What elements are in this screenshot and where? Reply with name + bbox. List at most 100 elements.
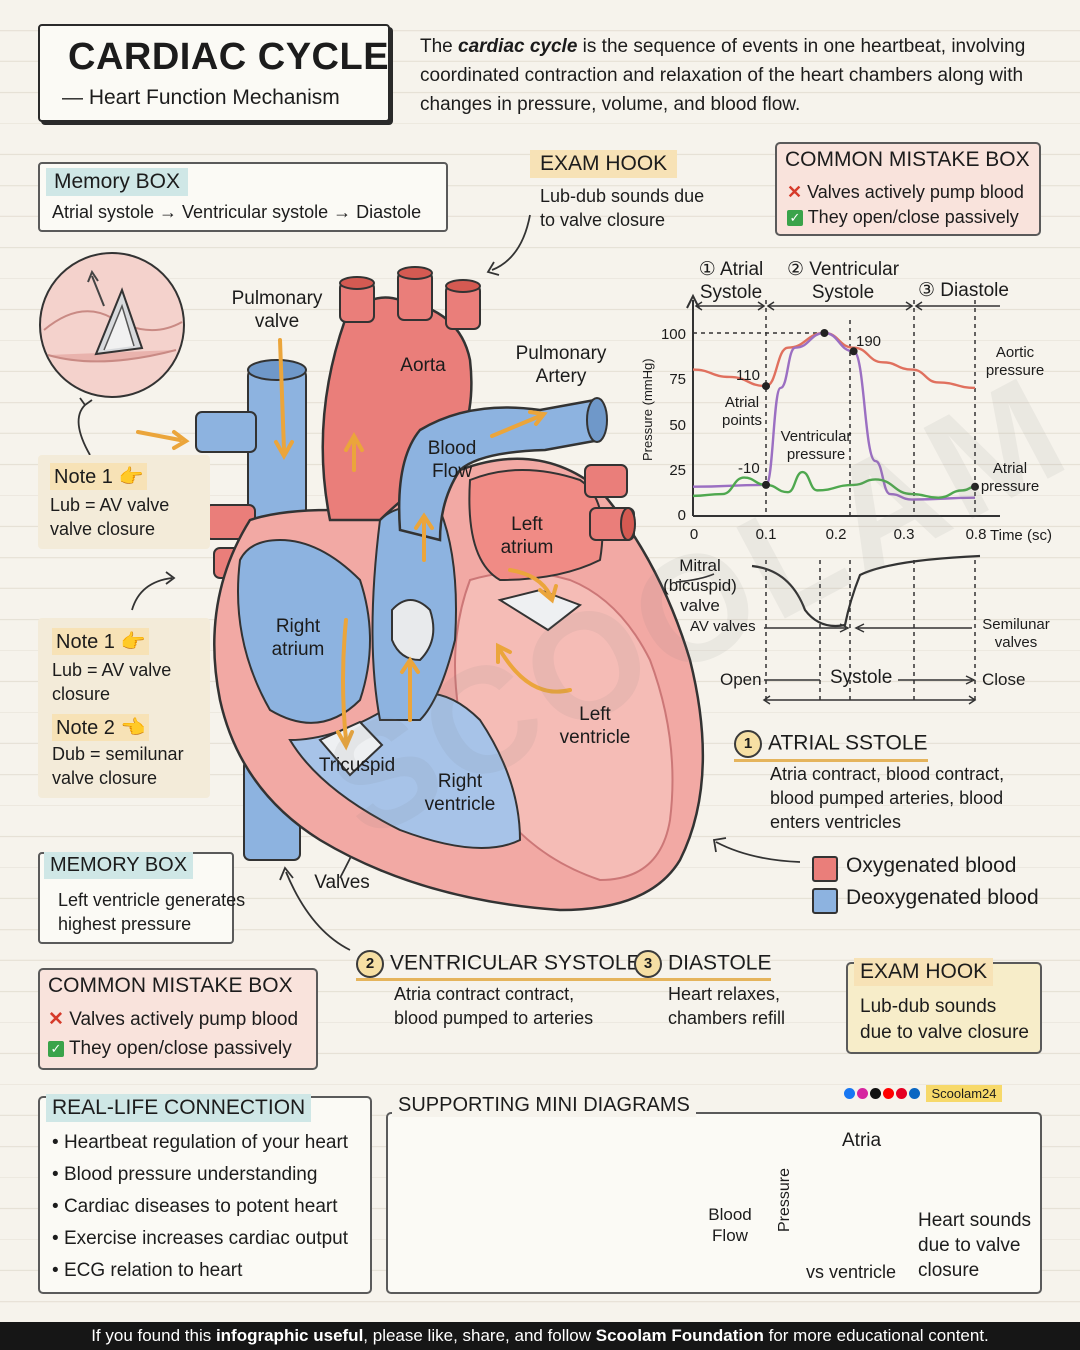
- annotation-atrial-points: Atrial points: [721, 394, 763, 429]
- phase-title: DIASTOLE: [668, 951, 772, 975]
- label-line: Artery: [535, 366, 587, 387]
- exam-hook-bottom: EXAM HOOK Lub-dub sounds due to valve cl…: [846, 958, 1042, 1054]
- legend-label: Deoxygenated blood: [846, 886, 1039, 909]
- intro-pre: The: [420, 36, 459, 57]
- series-label-atrial: Atrial pressure: [980, 460, 1040, 495]
- youtube-icon[interactable]: [883, 1088, 894, 1100]
- mistake-right: ✓ They open/close passively: [48, 1038, 292, 1060]
- list-item: • Exercise increases cardiac output: [52, 1228, 349, 1249]
- phase-number: 1: [734, 730, 762, 758]
- label-systole: Systole: [830, 667, 893, 688]
- cross-icon: ✕: [48, 1009, 64, 1030]
- label-line: valves: [994, 634, 1038, 651]
- memory-box-line: Left ventricle generates: [58, 890, 246, 910]
- title-box: CARDIAC CYCLE — Heart Function Mechanism: [38, 24, 390, 122]
- x-tick: 0.2: [825, 526, 847, 543]
- memory-box-bottom: MEMORY BOX Left ventricle generates high…: [38, 852, 245, 944]
- list-item-text: ECG relation to heart: [63, 1260, 243, 1281]
- label-aorta: Aorta: [400, 355, 446, 376]
- social-handle[interactable]: Scoolam24: [926, 1085, 1002, 1103]
- instagram-icon[interactable]: [857, 1088, 868, 1100]
- label-line: Flow: [431, 461, 473, 482]
- check-icon: ✓: [787, 210, 803, 227]
- memory-box-header: Memory BOX: [46, 168, 189, 196]
- chart-point-0: [762, 382, 770, 391]
- mistake-right-text: They open/close passively: [68, 1038, 292, 1059]
- mini-label-vs-ventricle: vs ventricle: [806, 1262, 897, 1282]
- label-line: atrium: [500, 537, 554, 558]
- legend-swatch-oxygenated: [812, 856, 838, 882]
- label-line: Right: [275, 616, 321, 637]
- mini-diagrams-header: SUPPORTING MINI DIAGRAMS: [392, 1094, 696, 1117]
- list-item-text: Blood pressure understanding: [63, 1164, 318, 1185]
- memory-box-line: highest pressure: [58, 914, 192, 934]
- blood-flow-arrows: [136, 338, 572, 751]
- phase-line: chambers refill: [668, 1008, 786, 1028]
- mistake-wrong: ✕ Valves actively pump blood: [787, 182, 1024, 203]
- pointer-arrow: [77, 404, 91, 456]
- list-item-text: Heartbeat regulation of your heart: [63, 1132, 349, 1153]
- real-life-header: REAL-LIFE CONNECTION: [46, 1094, 312, 1122]
- footer-banner: If you found this infographic useful, pl…: [0, 1322, 1080, 1350]
- label-line: ventricle: [559, 727, 631, 748]
- label-line: valve: [680, 596, 720, 615]
- chart-point-3: [762, 480, 770, 489]
- mistake-box-header: COMMON MISTAKE BOX: [48, 974, 293, 997]
- x-icon[interactable]: [870, 1088, 881, 1100]
- label-mitral-valve: Mitral(bicuspid)valve: [656, 556, 744, 616]
- memory-box-header: MEMORY BOX: [44, 852, 194, 879]
- label-line: Left: [511, 514, 543, 535]
- x-tick: 0.1: [755, 526, 777, 543]
- check-icon: ✓: [48, 1040, 64, 1057]
- footer-text: for more educational content.: [763, 1326, 989, 1345]
- list-item: • Heartbeat regulation of your heart: [52, 1132, 349, 1153]
- pinterest-icon[interactable]: [896, 1088, 907, 1100]
- footer-text: , please like, share, and follow: [363, 1326, 596, 1345]
- label-line: Left: [579, 704, 611, 725]
- label-av-valves: AV valves: [690, 618, 756, 635]
- list-item: • Cardiac diseases to potent heart: [52, 1196, 338, 1217]
- label-line: ① Atrial: [698, 259, 764, 280]
- x-axis-label: Time (sc): [990, 527, 1052, 544]
- page-title: CARDIAC CYCLE: [68, 36, 390, 78]
- footer-text: If you found this: [91, 1326, 216, 1345]
- label-tricuspid: Tricuspid: [318, 755, 396, 776]
- label-line: Pulmonary: [515, 343, 607, 364]
- series-line-2: [692, 470, 976, 499]
- pressure-chart: [675, 293, 1000, 705]
- phase-line: Atria contract, blood contract,: [770, 764, 1005, 784]
- phase-title: VENTRICULAR SYSTOLE: [390, 951, 641, 975]
- mini-label-pressure: Pressure: [776, 1167, 793, 1232]
- label-line: due to valve: [918, 1235, 1021, 1256]
- series-label-aortic: Aortic pressure: [985, 344, 1045, 379]
- label-line: Blood: [427, 438, 477, 459]
- mistake-right-text: They open/close passively: [807, 207, 1019, 227]
- facebook-icon[interactable]: [844, 1088, 855, 1100]
- label-line: Semilunar: [982, 616, 1050, 633]
- x-tick: 0.3: [893, 526, 915, 543]
- note-line: Lub = AV valve: [50, 495, 170, 515]
- label-line: Heart sounds: [918, 1210, 1032, 1231]
- note-line: valve closure: [50, 519, 156, 539]
- phase-line: blood pumped arteries, blood: [770, 788, 1004, 808]
- exam-hook-line: Lub-dub sounds: [860, 996, 997, 1017]
- y-tick: 75: [669, 371, 686, 388]
- note-1-box: Note 1 👉 Lub = AV valve valve closure: [38, 455, 210, 549]
- social-links: Scoolam24: [844, 1085, 1002, 1103]
- linkedin-icon[interactable]: [909, 1088, 920, 1100]
- phase-line: Atria contract contract,: [394, 984, 575, 1004]
- footer-brand[interactable]: Scoolam Foundation: [595, 1326, 764, 1345]
- real-life-box: REAL-LIFE CONNECTION • Heartbeat regulat…: [38, 1094, 372, 1294]
- label-line: Systole: [811, 282, 875, 303]
- legend-label: Oxygenated blood: [846, 854, 1017, 877]
- y-tick: 100: [660, 326, 686, 343]
- y-tick: 0: [677, 507, 686, 524]
